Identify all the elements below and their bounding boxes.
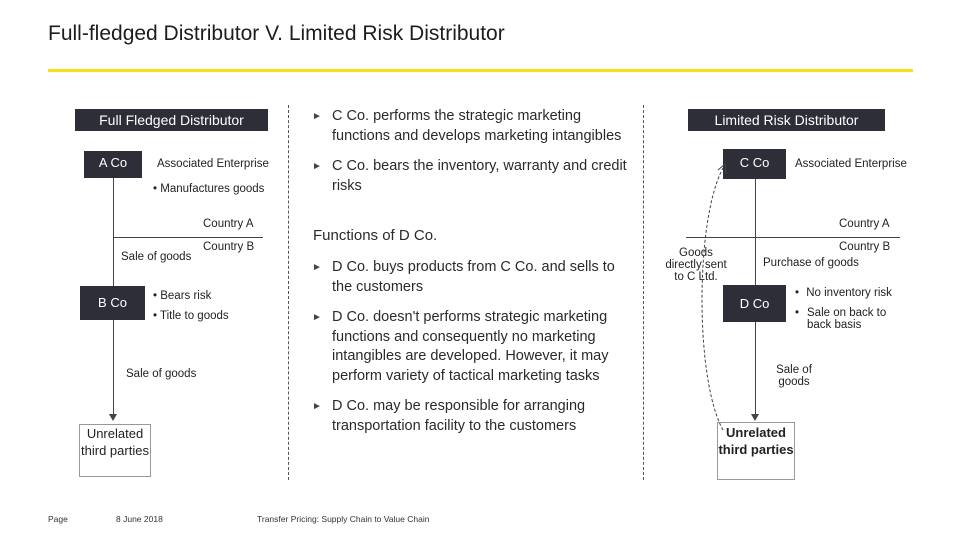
left-country-b: Country B bbox=[203, 241, 255, 253]
right-unrelated-third-parties: Unrelated third parties bbox=[717, 422, 795, 480]
d-co-points: ►D Co. buys products from C Co. and sell… bbox=[310, 258, 630, 436]
c-co-box: C Co bbox=[723, 149, 786, 179]
right-country-b: Country B bbox=[839, 241, 891, 253]
arrow-down-icon bbox=[109, 414, 117, 421]
d-point-3: ►D Co. may be responsible for arranging … bbox=[312, 398, 586, 434]
a-co-bullet: • Manufactures goods bbox=[153, 183, 265, 195]
country-border-right bbox=[686, 237, 900, 238]
right-divider bbox=[643, 105, 644, 480]
arrow-down-icon bbox=[751, 414, 759, 421]
right-sale-of-goods: Sale of goods bbox=[776, 364, 812, 388]
left-country-a: Country A bbox=[203, 218, 254, 230]
arrow-right-icon: ► bbox=[312, 161, 322, 172]
arrow-right-icon: ► bbox=[312, 111, 322, 122]
footer-page: Page bbox=[48, 514, 68, 524]
right-country-a: Country A bbox=[839, 218, 890, 230]
left-unrelated-third-parties: Unrelated third parties bbox=[79, 424, 151, 477]
full-fledged-header: Full Fledged Distributor bbox=[75, 109, 268, 131]
b-co-bullet-2: • Title to goods bbox=[153, 310, 229, 322]
b-to-third-line bbox=[113, 320, 114, 415]
a-co-associated-label: Associated Enterprise bbox=[157, 158, 269, 170]
purchase-of-goods: Purchase of goods bbox=[763, 257, 859, 269]
left-sale-of-goods-1: Sale of goods bbox=[121, 251, 192, 263]
footer-document: Transfer Pricing: Supply Chain to Value … bbox=[257, 514, 430, 524]
footer-date: 8 June 2018 bbox=[116, 514, 163, 524]
goods-directly-sent: Goods directly sent to C Ltd. bbox=[665, 247, 727, 283]
goods-flow-arrow bbox=[701, 162, 727, 431]
b-co-bullet-1: • Bears risk bbox=[153, 290, 212, 302]
title-underline bbox=[48, 69, 913, 72]
arrow-right-icon: ► bbox=[312, 312, 322, 323]
left-divider bbox=[288, 105, 289, 480]
page-title: Full-fledged Distributor V. Limited Risk… bbox=[48, 22, 505, 45]
limited-risk-header: Limited Risk Distributor bbox=[688, 109, 885, 131]
d-co-bullet-1: • No inventory risk bbox=[795, 287, 892, 299]
d-co-bullet-2: •Sale on back to back basis bbox=[795, 307, 887, 331]
functions-heading: Functions of D Co. bbox=[313, 227, 438, 244]
b-co-box: B Co bbox=[80, 286, 145, 320]
d-point-2: ►D Co. doesn't performs strategic market… bbox=[312, 309, 609, 384]
a-to-b-line bbox=[113, 178, 114, 286]
d-co-box: D Co bbox=[723, 285, 786, 322]
c-point-2: ►C Co. bears the inventory, warranty and… bbox=[312, 158, 627, 194]
arrow-right-icon: ► bbox=[312, 401, 322, 412]
left-sale-of-goods-2: Sale of goods bbox=[126, 368, 197, 380]
country-border-left bbox=[113, 237, 263, 238]
d-to-third-line bbox=[755, 322, 756, 415]
c-co-points: ►C Co. performs the strategic marketing … bbox=[310, 107, 630, 196]
a-co-box: A Co bbox=[84, 151, 142, 178]
c-co-associated-label: Associated Enterprise bbox=[795, 158, 907, 170]
d-point-1: ►D Co. buys products from C Co. and sell… bbox=[312, 259, 615, 295]
c-to-d-line bbox=[755, 179, 756, 286]
c-point-1: ►C Co. performs the strategic marketing … bbox=[312, 108, 622, 144]
arrow-right-icon: ► bbox=[312, 262, 322, 273]
